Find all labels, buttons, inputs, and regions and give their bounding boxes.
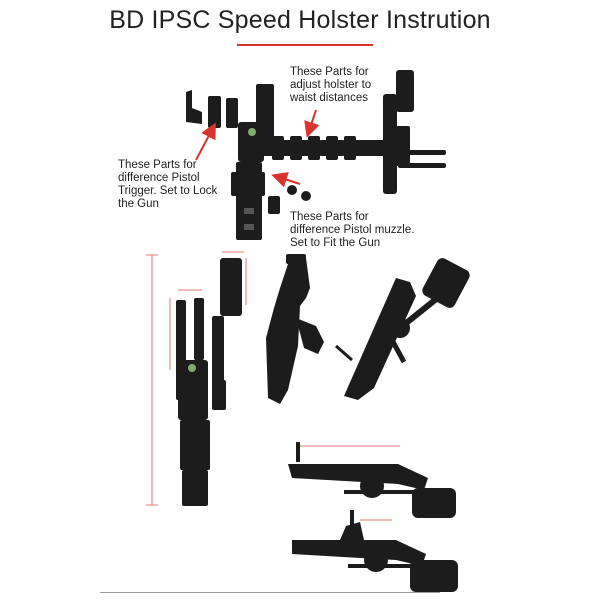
muzzle-arrow	[271, 172, 301, 188]
muzzle-part-cap-1	[287, 185, 297, 195]
waist-parts-note: These Parts for adjust holster to waist …	[290, 66, 372, 104]
belt-bracket	[383, 94, 397, 194]
waist-arrow	[304, 109, 320, 138]
title-underline	[237, 44, 373, 46]
trigger-parts-note: These Parts for difference Pistol Trigge…	[118, 159, 218, 210]
top-holster-assembly	[186, 70, 446, 240]
bottom-table-edge	[100, 592, 440, 601]
muzzle-part-cap-2	[301, 191, 311, 201]
muzzle-parts-note: These Parts for difference Pistol muzzle…	[290, 211, 415, 249]
trigger-lock-part-left	[186, 90, 202, 124]
page-title: BD IPSC Speed Holster Instrution	[109, 6, 491, 34]
trigger-arrow	[195, 122, 216, 161]
trigger-lock-part-mid	[208, 96, 221, 128]
bolt-lower	[398, 163, 446, 168]
muzzle-part-block	[268, 196, 280, 214]
bolt-upper	[398, 150, 446, 155]
holster-angled-view	[335, 258, 470, 400]
holster-side-view	[266, 254, 324, 404]
holster-horizontal-view-2	[292, 510, 458, 592]
trigger-lock-part-right	[226, 98, 238, 128]
holster-horizontal-view-1	[288, 442, 456, 518]
dimension-view	[146, 251, 247, 506]
